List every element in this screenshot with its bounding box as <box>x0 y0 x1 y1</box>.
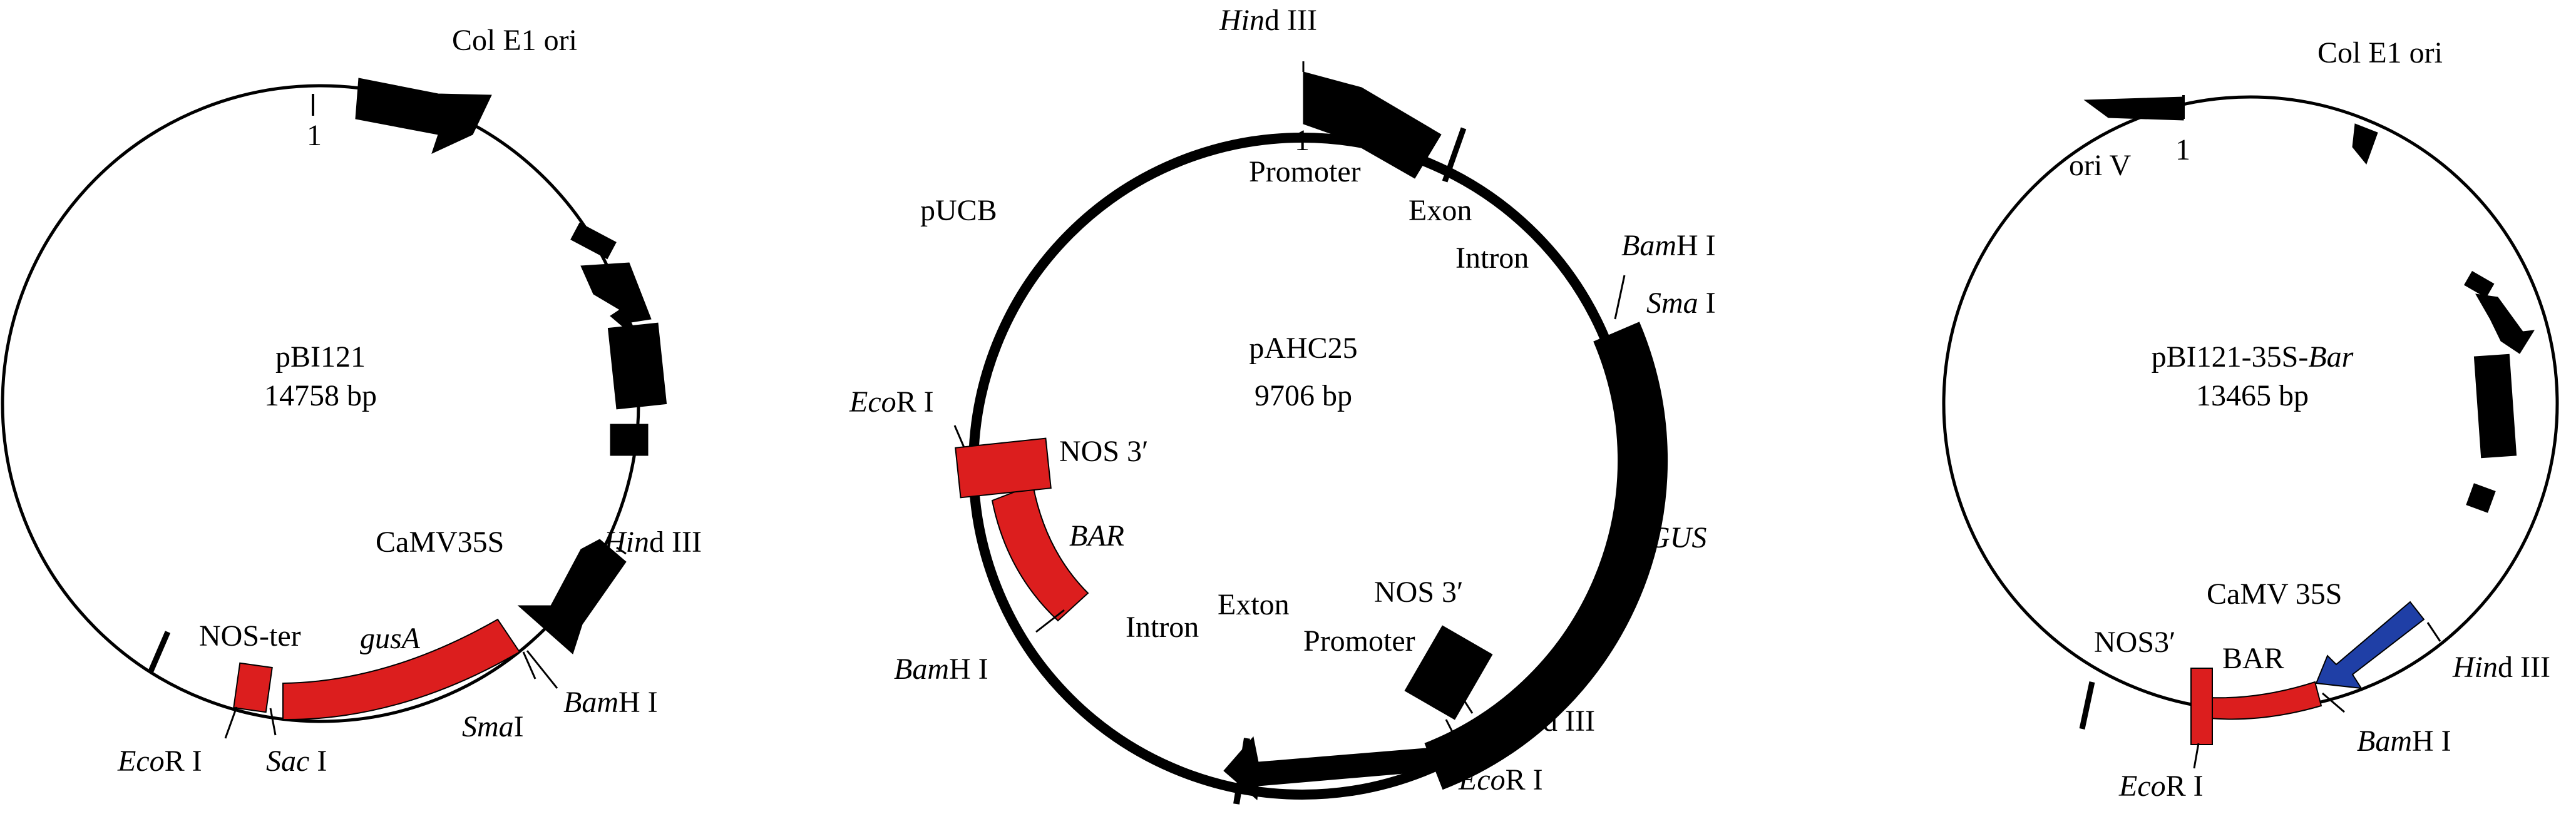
marker-box-2 <box>607 322 667 410</box>
exon-bottom-marker <box>1233 738 1250 805</box>
hindiii-top-label: Hind III <box>1219 4 1317 37</box>
camv35s-label: CaMV35S <box>376 526 504 559</box>
marker-box-1 <box>570 222 617 260</box>
plasmid-name: pBI121 <box>275 340 366 374</box>
intron-top-label: Intron <box>1455 242 1529 275</box>
exon-bottom-label: Exton <box>1218 588 1290 621</box>
smai-label: Sma I <box>1646 287 1716 320</box>
promoter-bottom-label: Promoter <box>1303 624 1415 658</box>
ecori-tick <box>224 706 238 739</box>
plasmid-size: 13465 bp <box>2196 379 2309 412</box>
exon-marker <box>1442 127 1467 183</box>
hindiii-label: Hind III <box>2452 651 2550 684</box>
camv35s-label: CaMV 35S <box>2207 577 2343 611</box>
bamhi-top-tick <box>1614 275 1626 320</box>
plasmid-size: 9706 bp <box>1255 379 1352 412</box>
col-e1-ori-arrow <box>355 78 492 154</box>
hindiii-label: Hind III <box>603 526 702 559</box>
bamhi-tick <box>526 650 558 689</box>
col-e1-ori-label: Col E1 ori <box>2317 36 2443 69</box>
gus-label: GUS <box>1648 521 1706 554</box>
bar-gene <box>991 484 1089 622</box>
hindiii-bottom-tick <box>1451 681 1474 714</box>
promoter-top-label: Promoter <box>1249 155 1361 188</box>
ori-v-label: ori V <box>2069 149 2131 182</box>
nos-right-label: NOS 3′ <box>1374 576 1464 609</box>
smai-tick <box>522 651 536 679</box>
ecori-left-tick <box>953 425 965 448</box>
smai-label: SmaI <box>462 710 524 743</box>
ecori-label: EcoR I <box>117 745 202 778</box>
marker-box-1 <box>2463 271 2495 298</box>
nos-box <box>2190 668 2213 745</box>
hindiii-bottom-label: Hind III <box>1497 705 1595 738</box>
sac-tick <box>269 708 277 736</box>
plasmid-name: pAHC25 <box>1249 332 1357 365</box>
plasmid-map-pahc25: Hind III 1 Promoter Exon Intron BamH I S… <box>849 4 1716 805</box>
bamhi-label: BamH I <box>2357 725 2451 758</box>
backbone-label: pUCB <box>920 194 997 227</box>
marker-box-3 <box>2466 483 2496 513</box>
gusa-gene <box>282 618 521 721</box>
bamhi-left-tick <box>1035 609 1065 633</box>
plasmid-size: 14758 bp <box>264 379 377 412</box>
nos-ter-label: NOS-ter <box>199 619 301 653</box>
ubi-promoter-top <box>1303 71 1442 179</box>
gus-gene <box>1424 322 1668 790</box>
bamhi-label: BamH I <box>563 686 658 719</box>
bamhi-left-label: BamH I <box>894 653 988 686</box>
left-tick <box>147 631 171 674</box>
intron-bottom-label: Intron <box>1126 611 1199 644</box>
hindiii-tick <box>616 546 627 555</box>
bar-label: BAR <box>2222 642 2284 675</box>
start-label: 1 <box>1295 124 1310 157</box>
col-e1-ori-arrow <box>2352 123 2378 165</box>
left-tick <box>2079 681 2095 730</box>
ecori-tick <box>2193 743 2200 769</box>
col-e1-ori-label: Col E1 ori <box>452 24 577 57</box>
gusa-label: gusA <box>360 622 421 655</box>
ecori-left-label: EcoR I <box>849 385 934 419</box>
nos-left-label: NOS 3′ <box>1059 435 1149 468</box>
nptii-arrow <box>2475 293 2535 354</box>
nos-label: NOS3′ <box>2094 626 2176 659</box>
marker-box-3 <box>610 424 649 456</box>
saci-label: Sac I <box>266 745 327 778</box>
bamhi-tick <box>2322 692 2345 713</box>
nos-ter-box <box>233 662 273 713</box>
ecori-bottom-label: EcoR I <box>1458 763 1543 796</box>
ecori-label: EcoR I <box>2118 770 2204 803</box>
nos-left-box <box>955 437 1052 499</box>
hindiii-tick <box>2426 622 2441 642</box>
bar-gene <box>2209 681 2322 720</box>
start-label: 1 <box>2175 133 2190 166</box>
bamhi-top-label: BamH I <box>1621 229 1716 262</box>
plasmid-map-pbi121: 1 Col E1 ori CaMV35S Hind III gusA NOS-t… <box>1 24 702 778</box>
marker-box-2 <box>2473 354 2517 459</box>
ori-v-arrow <box>2083 96 2184 121</box>
ecori-bottom-tick <box>1445 719 1465 755</box>
position-1-label: 1 <box>307 119 322 152</box>
bar-label: BAR <box>1069 519 1124 552</box>
camv35s-arrow <box>517 539 627 654</box>
camv35s-arrow <box>2315 601 2425 689</box>
nos-right-box <box>1404 625 1493 720</box>
plasmid-name: pBI121-35S-Bar <box>2152 340 2354 374</box>
exon-top-label: Exon <box>1409 194 1472 227</box>
plasmid-map-pbi121-35s-bar: ori V 1 Col E1 ori CaMV 35S Hind III BAR… <box>1942 36 2559 803</box>
